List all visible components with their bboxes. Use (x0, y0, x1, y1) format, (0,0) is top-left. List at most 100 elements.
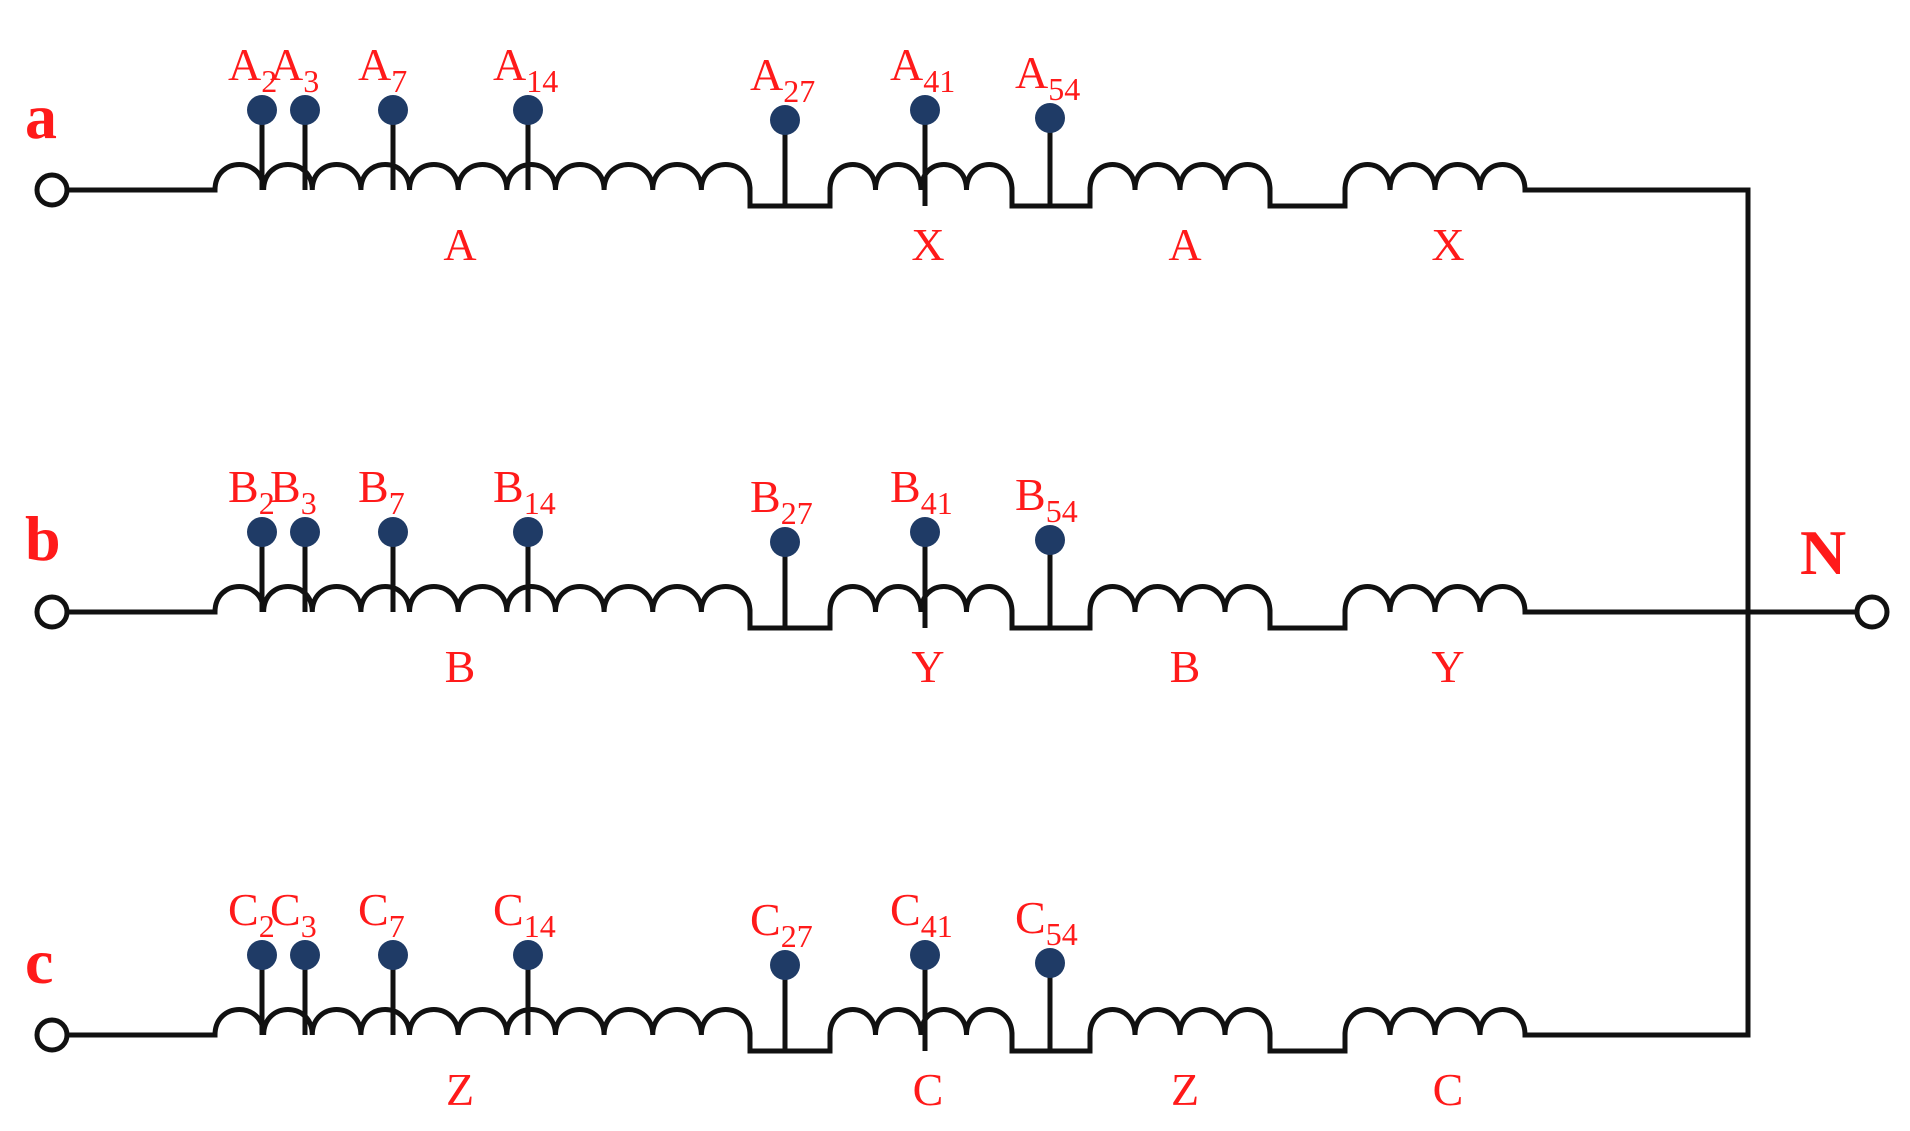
winding-label: Y (1431, 641, 1464, 692)
tap-letter: A (1015, 47, 1048, 98)
tap-label: A14 (493, 39, 558, 99)
phase-label: b (25, 503, 61, 574)
tap-point (910, 517, 940, 547)
tap-letter: C (750, 894, 781, 945)
tap-label: B27 (750, 471, 813, 531)
tap-letter: C (228, 884, 259, 935)
winding-label: C (913, 1064, 944, 1115)
tap-subscript: 7 (389, 485, 405, 521)
neutral-label: N (1800, 517, 1846, 588)
tap-point (290, 517, 320, 547)
tap-point (770, 527, 800, 557)
tap-letter: B (890, 461, 921, 512)
tap-label: B2 (228, 461, 275, 521)
tap-subscript: 41 (921, 908, 953, 944)
winding-label: B (445, 641, 476, 692)
tap-subscript: 27 (781, 918, 813, 954)
winding-coil (1342, 162, 1528, 191)
tap-link-wire (747, 609, 833, 631)
tap-point (247, 95, 277, 125)
winding-coil (827, 1007, 1015, 1036)
tap-subscript: 14 (526, 63, 558, 99)
tap-letter: C (890, 884, 921, 935)
winding-label: A (1168, 219, 1201, 270)
winding-label: C (1433, 1064, 1464, 1115)
tap-label: A7 (358, 39, 407, 99)
winding-coil (827, 162, 1015, 191)
winding-coil (212, 162, 753, 191)
tap-letter: C (1015, 892, 1046, 943)
winding-label: Z (446, 1064, 474, 1115)
winding-label: A (443, 219, 476, 270)
series-link-wire (1267, 609, 1348, 631)
tap-point (290, 95, 320, 125)
tap-letter: B (750, 471, 781, 522)
winding-coil (1087, 584, 1273, 613)
tap-label: B41 (890, 461, 953, 521)
tap-letter: B (270, 461, 301, 512)
tap-subscript: 3 (301, 485, 317, 521)
tap-label: B3 (270, 461, 317, 521)
tap-subscript: 3 (301, 908, 317, 944)
tap-letter: C (358, 884, 389, 935)
phase-label: c (25, 926, 53, 997)
tap-label: B14 (493, 461, 556, 521)
tap-point (378, 940, 408, 970)
tap-label: C14 (493, 884, 556, 944)
winding-coil (1342, 584, 1528, 613)
winding-label: X (911, 219, 944, 270)
winding-label: B (1170, 641, 1201, 692)
tap-subscript: 54 (1048, 71, 1080, 107)
tap-letter: B (493, 461, 524, 512)
tap-point (910, 95, 940, 125)
phase-terminal (34, 172, 70, 208)
tap-label: C2 (228, 884, 275, 944)
tap-point (378, 95, 408, 125)
tap-letter: C (270, 884, 301, 935)
tap-label: A27 (750, 49, 815, 109)
winding-label: X (1431, 219, 1464, 270)
tap-letter: B (228, 461, 259, 512)
winding-coil (1342, 1007, 1528, 1036)
tap-letter: A (358, 39, 391, 90)
phase-label: a (25, 81, 57, 152)
phase-terminal (34, 594, 70, 630)
tap-subscript: 7 (389, 908, 405, 944)
tap-subscript: 7 (391, 63, 407, 99)
tap-letter: A (228, 39, 261, 90)
tap-letter: A (750, 49, 783, 100)
tap-subscript: 27 (781, 495, 813, 531)
tap-label: A41 (890, 39, 955, 99)
tap-point (513, 517, 543, 547)
tap-letter: B (1015, 469, 1046, 520)
tap-label: A2 (228, 39, 277, 99)
tap-point (247, 940, 277, 970)
tap-subscript: 14 (524, 485, 556, 521)
tap-subscript: 2 (259, 485, 275, 521)
tap-point (770, 105, 800, 135)
tap-label: C27 (750, 894, 813, 954)
tap-letter: C (493, 884, 524, 935)
winding-coil (1087, 1007, 1273, 1036)
winding-coil (1087, 162, 1273, 191)
tap-link-wire (747, 187, 833, 209)
tap-label: C3 (270, 884, 317, 944)
tap-subscript: 3 (303, 63, 319, 99)
winding-coil (827, 584, 1015, 613)
tap-point (513, 940, 543, 970)
tap-letter: A (270, 39, 303, 90)
tap-label: C54 (1015, 892, 1078, 952)
tap-point (378, 517, 408, 547)
series-link-wire (1267, 187, 1348, 209)
phase-terminal (34, 1017, 70, 1053)
tap-label: C41 (890, 884, 953, 944)
tap-subscript: 41 (923, 63, 955, 99)
winding-label: Z (1171, 1064, 1199, 1115)
tap-point (910, 940, 940, 970)
tap-point (1035, 525, 1065, 555)
tap-point (247, 517, 277, 547)
tap-label: B7 (358, 461, 405, 521)
